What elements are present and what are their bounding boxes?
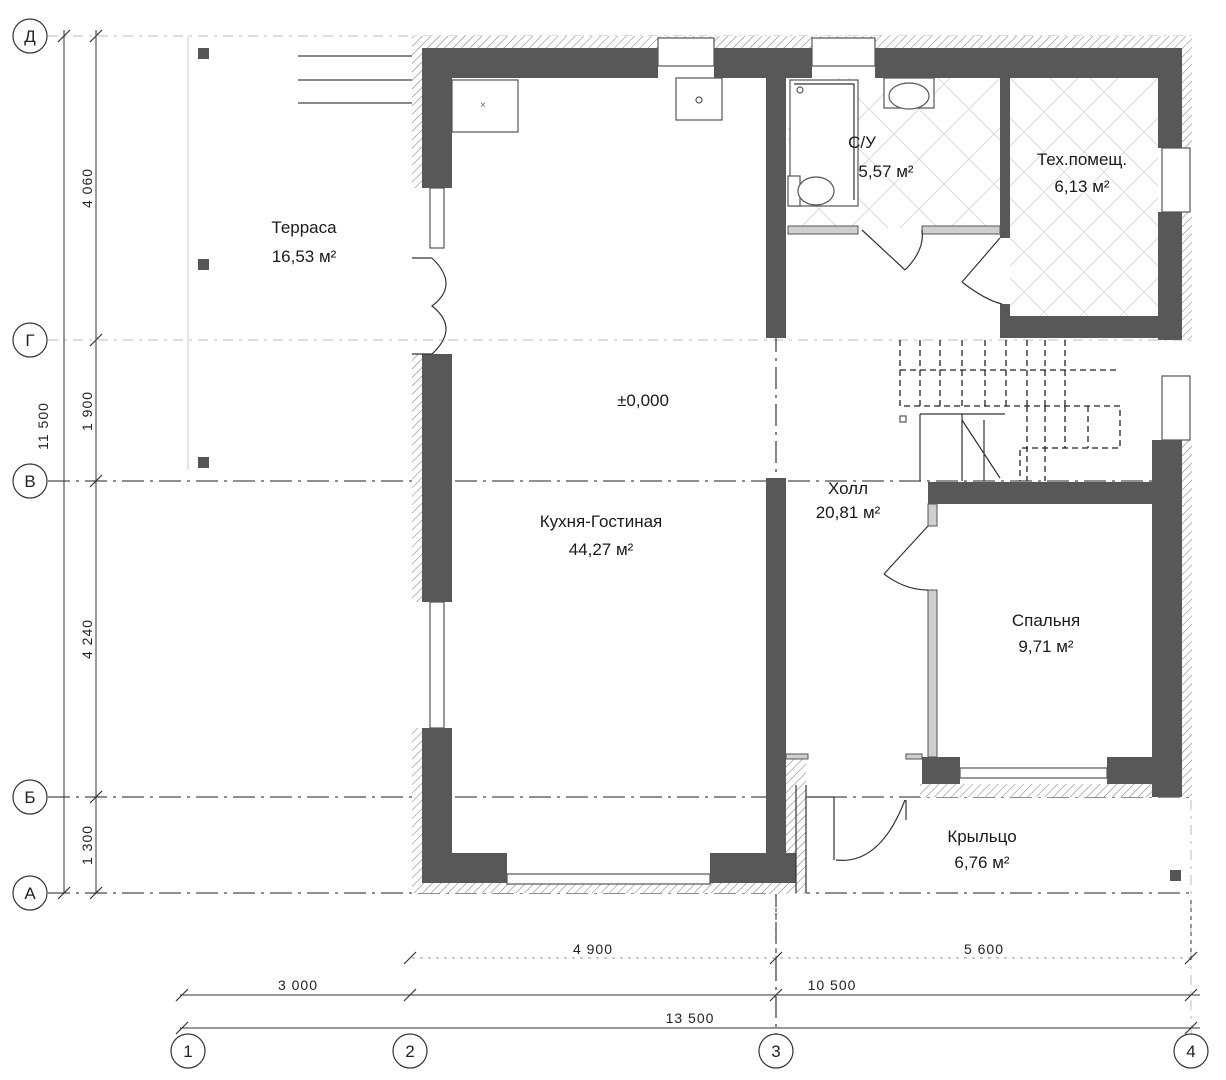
axis-marker-b: Б [12, 779, 48, 815]
terrace-area [187, 36, 412, 470]
light-switch-icon [899, 415, 907, 423]
axis-markers: Д Г В Б А 1 2 3 [12, 18, 1209, 1069]
axis-marker-2: 2 [392, 1033, 428, 1069]
staircase [899, 340, 1121, 481]
room-area-porch: 6,76 м² [954, 853, 1009, 872]
svg-text:1: 1 [183, 1042, 192, 1061]
fixtures: × [451, 77, 935, 207]
svg-text:Г: Г [25, 331, 34, 350]
dim-d-g: 4 060 [79, 168, 95, 208]
dim-axis-1-2: 3 000 [278, 977, 318, 993]
svg-text:А: А [24, 884, 36, 903]
room-name-terrace: Терраса [271, 218, 337, 237]
room-name-kitchen-living: Кухня-Гостиная [540, 512, 663, 531]
dim-axis-2-3: 4 900 [573, 941, 613, 957]
room-name-bedroom: Спальня [1012, 611, 1080, 630]
room-area-hall: 20,81 м² [816, 503, 881, 522]
axis-marker-a: А [12, 875, 48, 911]
room-name-utility: Тех.помещ. [1037, 150, 1127, 169]
toilet-icon [797, 176, 835, 206]
svg-text:Д: Д [24, 27, 36, 46]
dim-total-width: 13 500 [666, 1010, 715, 1026]
dim-g-v: 1 900 [79, 391, 95, 431]
room-area-kitchen-living: 44,27 м² [569, 540, 634, 559]
room-labels: Терраса 16,53 м² С/У 5,57 м² Тех.помещ. … [271, 133, 1127, 872]
horizontal-dimensions: 4 900 5 600 3 000 10 500 13 500 [175, 900, 1200, 1035]
partitions [785, 225, 1001, 893]
dim-v-b: 4 240 [79, 619, 95, 659]
room-name-bathroom: С/У [848, 133, 876, 152]
axis-marker-g: Г [12, 322, 48, 358]
svg-text:×: × [480, 100, 486, 111]
room-name-porch: Крыльцо [947, 827, 1016, 846]
axis-marker-3: 3 [758, 1033, 794, 1069]
vertical-dimensions: 11 500 4 060 1 900 4 240 1 300 [35, 29, 103, 900]
room-area-utility: 6,13 м² [1054, 177, 1109, 196]
room-area-bedroom: 9,71 м² [1018, 637, 1073, 656]
dim-axis-3-4: 5 600 [964, 941, 1004, 957]
dim-b-a: 1 300 [79, 825, 95, 865]
walls [422, 48, 1182, 883]
level-mark: ±0,000 [617, 391, 669, 410]
svg-text:3: 3 [771, 1042, 780, 1061]
axis-marker-4: 4 [1173, 1033, 1209, 1069]
svg-text:Б: Б [24, 788, 35, 807]
axis-marker-v: В [12, 463, 48, 499]
room-area-bathroom: 5,57 м² [858, 162, 913, 181]
room-name-hall: Холл [828, 479, 868, 498]
room-area-terrace: 16,53 м² [272, 247, 337, 266]
dim-total-height: 11 500 [35, 402, 51, 450]
terrace-post [198, 457, 209, 468]
terrace-post [198, 48, 209, 59]
windows [429, 37, 1191, 885]
porch-post [1170, 870, 1181, 881]
svg-text:В: В [24, 472, 35, 491]
terrace-post [198, 259, 209, 270]
kitchen-cabinet [451, 79, 519, 133]
svg-text:2: 2 [405, 1042, 414, 1061]
doors [412, 229, 1003, 861]
axis-marker-1: 1 [170, 1033, 206, 1069]
axis-marker-d: Д [12, 18, 48, 54]
svg-text:4: 4 [1186, 1042, 1195, 1061]
dim-axis-2-4: 10 500 [808, 977, 857, 993]
